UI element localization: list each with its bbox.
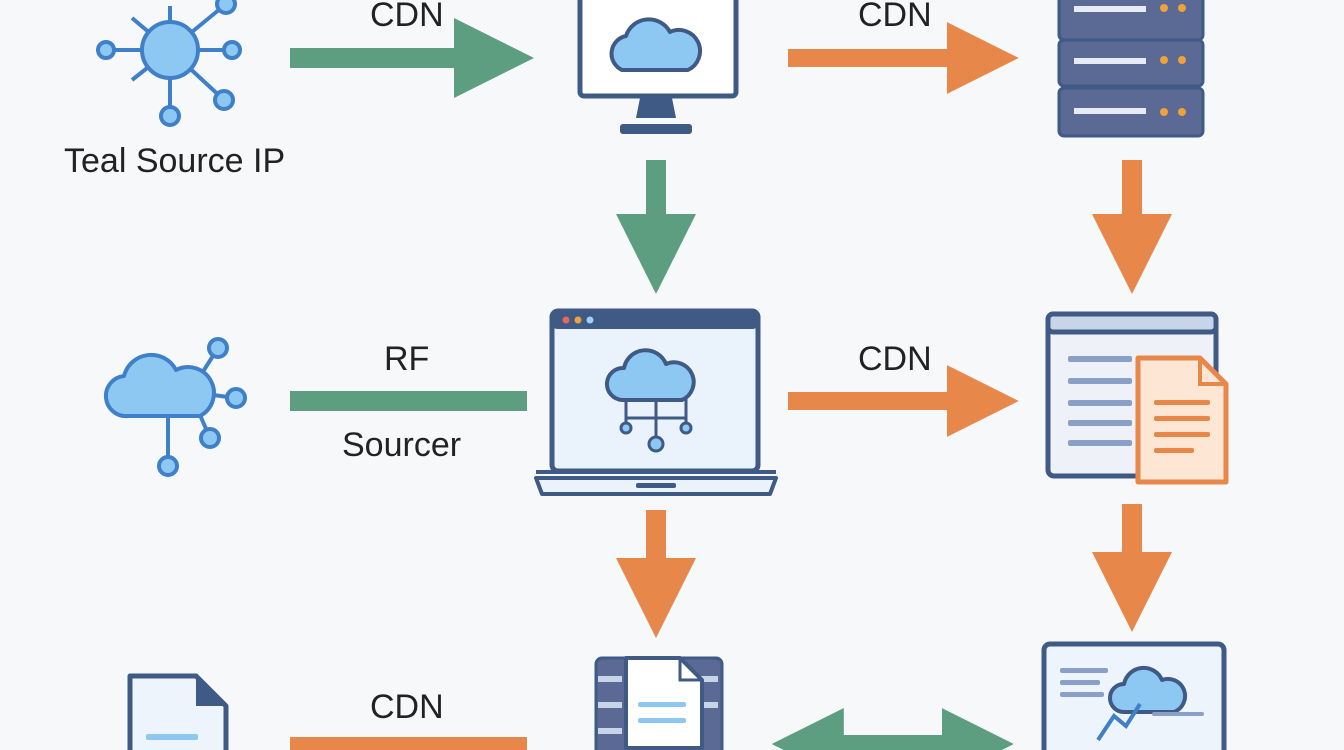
label-source: Teal Source IP [64, 142, 286, 180]
server-rack-icon [1057, 0, 1205, 138]
label-edge-top-left: CDN [370, 0, 444, 34]
documents-icon [1045, 311, 1229, 485]
file-server-icon [594, 656, 724, 750]
document-icon [127, 673, 229, 750]
label-edge-mid-right: CDN [858, 340, 932, 378]
cloud-network-icon [103, 337, 247, 477]
network-hub-icon [96, 0, 242, 127]
label-edge-bottom: CDN [370, 688, 444, 726]
label-edge-mid-top: RF [384, 340, 430, 378]
cloud-laptop-icon [534, 308, 778, 496]
label-edge-mid-bottom: Sourcer [342, 426, 462, 464]
cloud-monitor-icon [577, 0, 739, 134]
label-edge-top-right: CDN [858, 0, 932, 34]
analytics-dashboard-icon [1041, 641, 1227, 750]
